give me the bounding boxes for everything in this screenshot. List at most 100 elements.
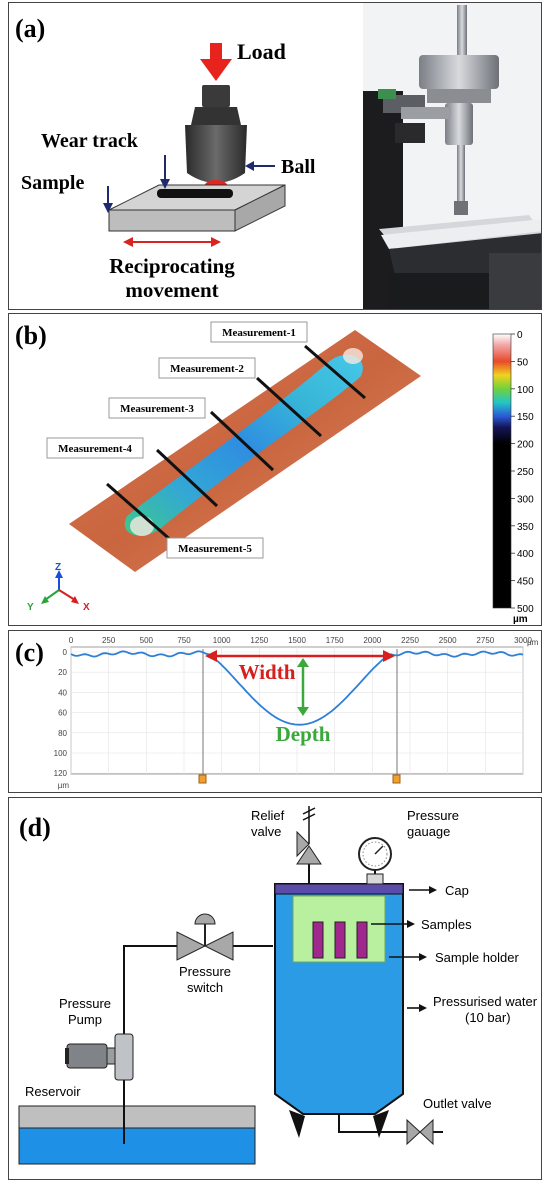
wear-track-scan	[124, 354, 363, 536]
wear-track-arrow-icon	[160, 155, 170, 189]
reservoir-tank	[18, 1105, 256, 1165]
panel-d-svg: (d) Reservoir Pressure Pump	[18, 806, 538, 1165]
wear-track-mark	[157, 189, 233, 198]
profile-x-unit: µm	[527, 638, 539, 647]
profile-curve	[70, 650, 524, 726]
profile-x-tick: 1000	[213, 636, 231, 645]
pressure-gauge-label-line2: gauage	[407, 824, 450, 839]
cap-label: Cap	[445, 883, 469, 898]
panel-b-label: (b)	[15, 321, 47, 350]
panel-c-label: (c)	[15, 638, 44, 667]
outlet-valve-icon[interactable]	[406, 1118, 434, 1146]
relief-valve-icon[interactable]	[296, 806, 322, 884]
sample-holder	[292, 895, 386, 963]
depth-scale-tick: 300	[517, 494, 534, 505]
panel-d-label: (d)	[19, 813, 51, 842]
depth-scale-tick: 500	[517, 604, 534, 615]
svg-text:Measurement-4: Measurement-4	[58, 443, 132, 455]
depth-label: Depth	[276, 722, 331, 746]
depth-arrow-icon	[297, 658, 309, 716]
sample-rod-2	[334, 921, 346, 959]
depth-scale-tick: 450	[517, 577, 534, 588]
label-pointer-arrows	[371, 889, 429, 1009]
profile-y-tick: 100	[54, 749, 68, 758]
depth-scale-tick: 350	[517, 522, 534, 533]
profile-x-tick: 0	[69, 636, 74, 645]
sample-holder-label: Sample holder	[435, 950, 519, 965]
pressure-switch-label-line1: Pressure	[179, 964, 231, 979]
profile-x-tick: 750	[177, 636, 191, 645]
measurement-label-3: Measurement-3	[108, 397, 206, 419]
depth-scale-tick: 50	[517, 357, 529, 368]
profile-x-tick: 2250	[401, 636, 419, 645]
ball-label: Ball	[281, 156, 316, 178]
svg-text:Y: Y	[27, 602, 34, 613]
profile-x-tick: 1750	[326, 636, 344, 645]
depth-scale-unit: µm	[513, 614, 528, 625]
measurement-label-4: Measurement-4	[46, 437, 144, 459]
profile-x-tick: 500	[140, 636, 154, 645]
measurement-label-2: Measurement-2	[158, 357, 256, 379]
sample-label: Sample	[21, 172, 84, 194]
pressure-switch-label-line2: switch	[187, 980, 223, 995]
profile-y-tick: 20	[58, 668, 67, 677]
profile-x-tick: 2000	[363, 636, 381, 645]
profile-y-tick: 60	[58, 709, 67, 718]
profile-y-tick: 40	[58, 688, 67, 697]
reciprocating-arrow-icon	[123, 237, 221, 247]
pressure-switch-icon[interactable]	[176, 913, 234, 961]
profile-y-tick: 80	[58, 729, 67, 738]
panel-a-label: (a)	[15, 14, 45, 43]
panel-b-3d-wear-scan: (b) Measurement-1 Measurement-2 Measurem…	[8, 313, 542, 626]
panel-a-wear-setup: (a) Load Wear track	[8, 2, 542, 310]
width-label: Width	[239, 660, 296, 684]
profile-x-tick: 2500	[439, 636, 457, 645]
wear-track-label: Wear track	[41, 130, 139, 152]
movement-label-line1: Reciprocating	[109, 254, 235, 278]
measurement-section-lines	[106, 344, 366, 544]
reservoir-label: Reservoir	[25, 1084, 81, 1099]
outlet-valve-label: Outlet valve	[423, 1096, 492, 1111]
pressurised-water-label-line2: (10 bar)	[465, 1010, 511, 1025]
ball-holder-icon	[185, 85, 247, 194]
profile-x-tick: 2750	[476, 636, 494, 645]
relief-valve-label-line1: Relief	[251, 808, 285, 823]
depth-scale-tick: 250	[517, 467, 534, 478]
pressure-gauge-label-line1: Pressure	[407, 808, 459, 823]
depth-scale-tick: 150	[517, 412, 534, 423]
depth-scale-tick: 200	[517, 440, 534, 451]
movement-label-line2: movement	[125, 278, 218, 302]
measurement-label-1: Measurement-1	[210, 321, 308, 343]
svg-text:X: X	[83, 602, 90, 613]
right-cursor-handle[interactable]	[392, 774, 401, 784]
samples-label: Samples	[421, 917, 472, 932]
sample-arrow-icon	[103, 186, 113, 213]
profile-cursor-lines	[202, 649, 398, 777]
panel-d-autoclave-setup: (d) Reservoir Pressure Pump	[8, 797, 542, 1180]
depth-colour-scale	[492, 333, 512, 609]
svg-text:Measurement-3: Measurement-3	[120, 403, 194, 415]
pressure-gauge-icon	[358, 837, 392, 885]
tribometer-photo	[363, 3, 541, 309]
svg-text:Measurement-5: Measurement-5	[178, 543, 252, 555]
depth-scale-tick: 0	[517, 330, 523, 341]
profile-x-tick: 3000	[514, 636, 532, 645]
pressure-pump-icon	[65, 1033, 134, 1081]
left-cursor-handle[interactable]	[198, 774, 207, 784]
width-arrow-icon	[205, 650, 395, 662]
panel-b-svg: (b) Measurement-1 Measurement-2 Measurem…	[15, 321, 534, 625]
vessel-cap	[274, 883, 404, 895]
depth-scale-tick: 400	[517, 549, 534, 560]
profile-x-tick: 1250	[250, 636, 268, 645]
profile-x-tick: 250	[102, 636, 116, 645]
sample-rod-1	[312, 921, 324, 959]
sample-rod-3	[356, 921, 368, 959]
profile-y-unit: µm	[58, 781, 70, 790]
profile-grid	[70, 647, 524, 774]
pressure-pump-label-line1: Pressure	[59, 996, 111, 1011]
